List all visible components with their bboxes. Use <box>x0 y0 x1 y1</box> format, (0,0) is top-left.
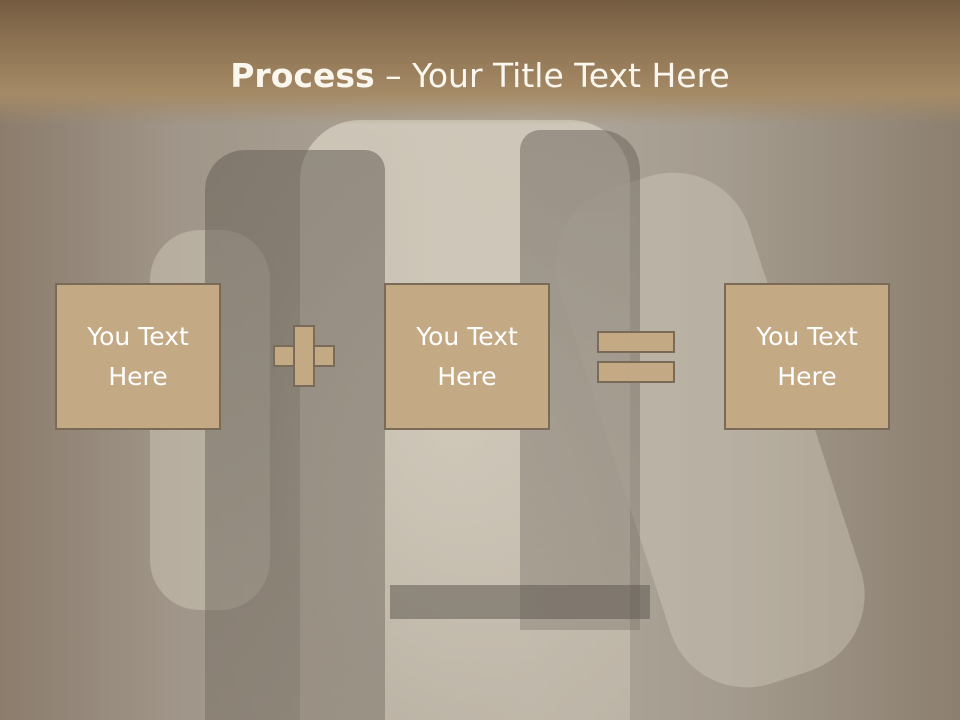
slide-title[interactable]: Process – Your Title Text Here <box>0 54 960 98</box>
plus-icon <box>273 325 335 387</box>
process-box-3-label: You Text Here <box>756 321 858 391</box>
photo-vest-left <box>205 150 385 720</box>
process-box-1-label: You Text Here <box>87 321 189 391</box>
process-box-1[interactable]: You Text Here <box>55 283 221 430</box>
equals-icon <box>597 331 675 383</box>
process-box-2-label: You Text Here <box>416 321 518 391</box>
title-bar <box>0 0 960 125</box>
process-box-3[interactable]: You Text Here <box>724 283 890 430</box>
process-box-2[interactable]: You Text Here <box>384 283 550 430</box>
photo-belt <box>390 585 650 619</box>
title-rest: – Your Title Text Here <box>374 56 730 95</box>
title-bold: Process <box>230 56 375 95</box>
